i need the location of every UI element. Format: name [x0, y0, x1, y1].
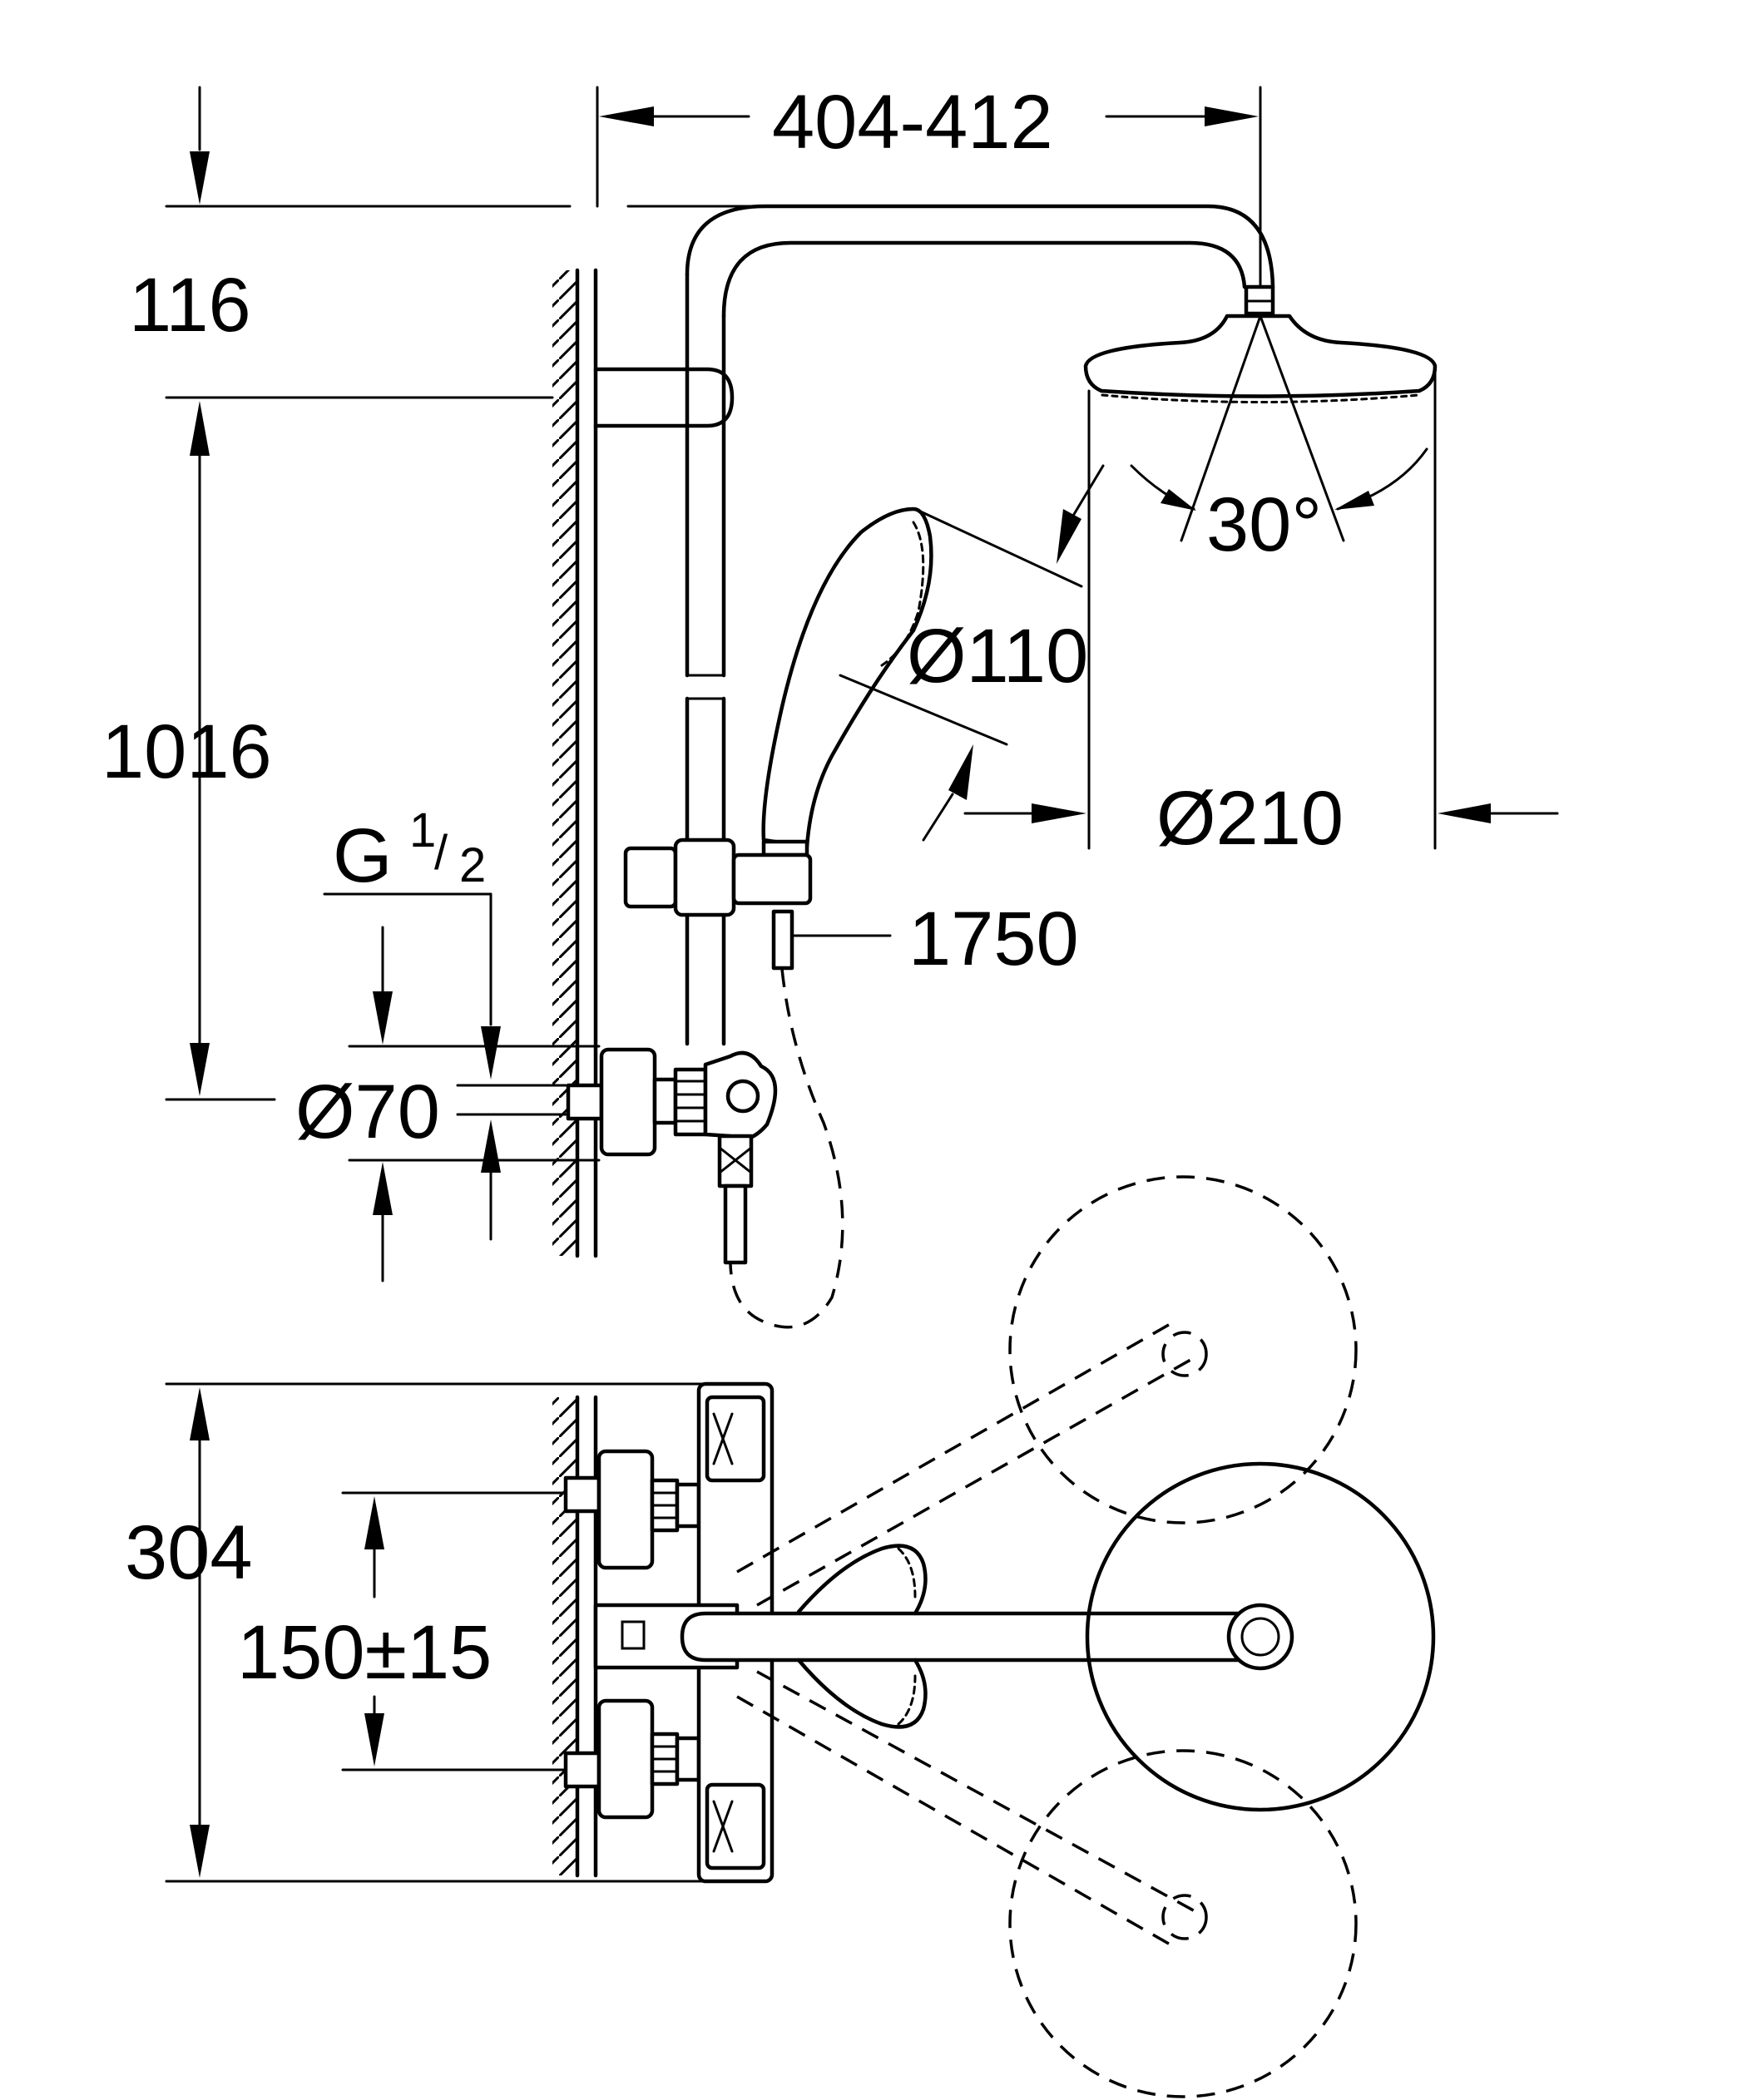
shower-arm: [685, 204, 1275, 319]
svg-text:/: /: [434, 826, 448, 880]
swivel-positions: [736, 1175, 1358, 2098]
mixer-height-label: 304: [125, 1510, 253, 1595]
head-diameter-label: Ø210: [1156, 776, 1344, 861]
rail-height-label: 1016: [101, 709, 272, 794]
spray-angle-dimension: 30°: [1130, 447, 1428, 567]
hand-diameter-dimension: Ø110: [839, 464, 1105, 842]
wall-top-view: [552, 1395, 598, 1878]
top-view: 304 150±15: [125, 1175, 1436, 2098]
upper-inlet: [563, 1449, 701, 1570]
top-width-label: 404-412: [772, 80, 1053, 165]
lower-inlet: [563, 1698, 701, 1820]
head-diameter-dimension: Ø210: [963, 776, 1559, 861]
head-shower: [1083, 284, 1438, 542]
mixer-side-view: [566, 1047, 778, 1265]
hose-length-label: 1750: [908, 897, 1079, 981]
side-view: 30° Ø210 Ø110: [101, 80, 1559, 1329]
inlet-spacing-label: 150±15: [237, 1610, 492, 1695]
mixer-height-dimension: 304: [125, 1382, 717, 1883]
wall-side-view: [552, 268, 598, 1258]
thread-denominator-label: 2: [459, 838, 486, 892]
hand-shower-top-view: [796, 1544, 928, 1729]
spray-angle-label: 30°: [1206, 482, 1322, 567]
hand-shower-holder: [623, 838, 813, 971]
riser-rail: [685, 272, 726, 1046]
hose: [729, 968, 844, 1329]
thread-base-label: G: [333, 813, 393, 898]
top-offset-label: 116: [129, 263, 251, 348]
hand-diameter-label: Ø110: [907, 614, 1088, 699]
inlet-diameter-dimension: Ø70: [295, 926, 601, 1282]
inlet-spacing-dimension: 150±15: [237, 1491, 567, 1771]
rail-height-dimension: 1016: [101, 401, 272, 1096]
top-width-dimension: 404-412: [596, 80, 1262, 289]
thread-numerator-label: 1: [409, 803, 436, 857]
inlet-diameter-label: Ø70: [295, 1070, 440, 1154]
top-offset-dimension: 116: [129, 86, 251, 348]
thread-dimension: G 1 / 2: [323, 803, 567, 1241]
wall-bracket: [593, 367, 735, 428]
head-top-view: [1085, 1461, 1436, 1812]
arm-top-view: [680, 1611, 1292, 1663]
